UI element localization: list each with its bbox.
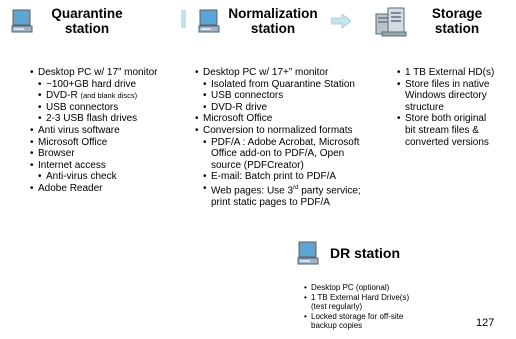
normalization-title: Normalization station — [223, 6, 323, 36]
computer-icon — [198, 9, 220, 33]
superscript: rd — [293, 184, 299, 191]
list-item-line: Store files in native — [405, 78, 490, 90]
server-icon — [375, 7, 407, 37]
list-item: DVD-R (and blank discs) — [38, 90, 200, 102]
list-item: Anti virus software — [30, 125, 200, 137]
list-item-line: bit stream files & — [405, 124, 479, 136]
list-item-line: (test regularly) — [311, 302, 363, 312]
list-item: Microsoft Office — [30, 137, 200, 149]
list-item: E-mail: Batch print to PDF/A — [203, 171, 395, 183]
list-item: Adobe Reader — [30, 183, 200, 195]
list-item: 1 TB External HD(s) — [397, 67, 515, 79]
list-item-line: PDF/A : Adobe Acrobat, Microsoft — [211, 136, 360, 148]
list-item-line: converted versions — [405, 136, 489, 148]
list-item: USB connectors — [203, 90, 395, 102]
dr-list: Desktop PC (optional) 1 TB External Hard… — [304, 283, 464, 331]
list-item: Web pages: Use 3rd party service; print … — [203, 183, 395, 209]
page-number: 127 — [476, 317, 495, 329]
list-item-line: Locked storage for off-site — [311, 311, 404, 321]
normalization-title-line1: Normalization — [228, 6, 318, 21]
storage-title: Storage station — [422, 6, 492, 36]
normalization-title-line2: station — [250, 21, 296, 36]
quarantine-header: Quarantine station — [10, 6, 126, 36]
quarantine-title: Quarantine station — [48, 6, 126, 36]
list-item: Browser — [30, 148, 200, 160]
list-item: Isolated from Quarantine Station — [203, 79, 395, 91]
list-item-line: Windows directory — [405, 90, 487, 102]
list-item: Anti-virus check — [38, 171, 200, 183]
quarantine-title-line1: Quarantine — [51, 6, 123, 21]
list-item-line: structure — [405, 101, 444, 113]
normalization-header: Normalization station — [197, 6, 323, 36]
list-item: PDF/A : Adobe Acrobat, Microsoft Office … — [203, 137, 395, 172]
list-item-text: party service; — [298, 185, 361, 197]
dr-title: DR station — [330, 244, 400, 261]
computer-icon — [11, 9, 33, 33]
list-item-text: Web pages: Use 3 — [211, 185, 294, 197]
list-item: 1 TB External Hard Drive(s) (test regula… — [304, 293, 464, 312]
list-item: Conversion to normalized formats — [195, 125, 395, 137]
quarantine-title-line2: station — [64, 21, 110, 36]
list-item: Locked storage for off-site backup copie… — [304, 312, 464, 331]
computer-icon — [297, 241, 319, 265]
list-item-line: print static pages to PDF/A — [211, 196, 330, 208]
storage-header: Storage station — [374, 4, 492, 38]
list-item: 2-3 USB flash drives — [38, 113, 200, 125]
list-item: Store files in native Windows directory … — [397, 79, 515, 114]
list-item: DVD-R drive — [203, 102, 395, 114]
list-item-line: Web pages: Use 3rd party service; — [211, 183, 395, 197]
list-item-text: DVD-R — [46, 90, 78, 102]
storage-title-line1: Storage — [431, 6, 483, 21]
column-separator — [181, 10, 186, 28]
list-item: Desktop PC w/ 17” monitor — [30, 67, 200, 79]
list-item: Internet access — [30, 160, 200, 172]
quarantine-list: Desktop PC w/ 17” monitor ~100+GB hard d… — [30, 67, 200, 195]
normalization-list: Desktop PC w/ 17+” monitor Isolated from… — [195, 67, 395, 208]
dr-header: DR station — [296, 240, 400, 266]
list-item: ~100+GB hard drive — [38, 79, 200, 91]
list-item-line: 1 TB External Hard Drive(s) — [311, 292, 410, 302]
storage-title-line2: station — [434, 21, 480, 36]
list-item-line: Office add-on to PDF/A, Open — [211, 148, 345, 160]
list-item-line: source (PDFCreator) — [211, 159, 304, 171]
list-item: USB connectors — [38, 102, 200, 114]
storage-list: 1 TB External HD(s) Store files in nativ… — [397, 67, 515, 148]
list-item: Store both original bit stream files & c… — [397, 113, 515, 148]
list-item-line: Store both original — [405, 113, 487, 125]
list-item-note: (and blank discs) — [80, 91, 138, 101]
list-item-line: backup copies — [311, 321, 363, 331]
arrow-right-icon — [331, 14, 351, 28]
list-item: Desktop PC (optional) — [304, 283, 464, 293]
list-item: Microsoft Office — [195, 113, 395, 125]
list-item: Desktop PC w/ 17+” monitor — [195, 67, 395, 79]
